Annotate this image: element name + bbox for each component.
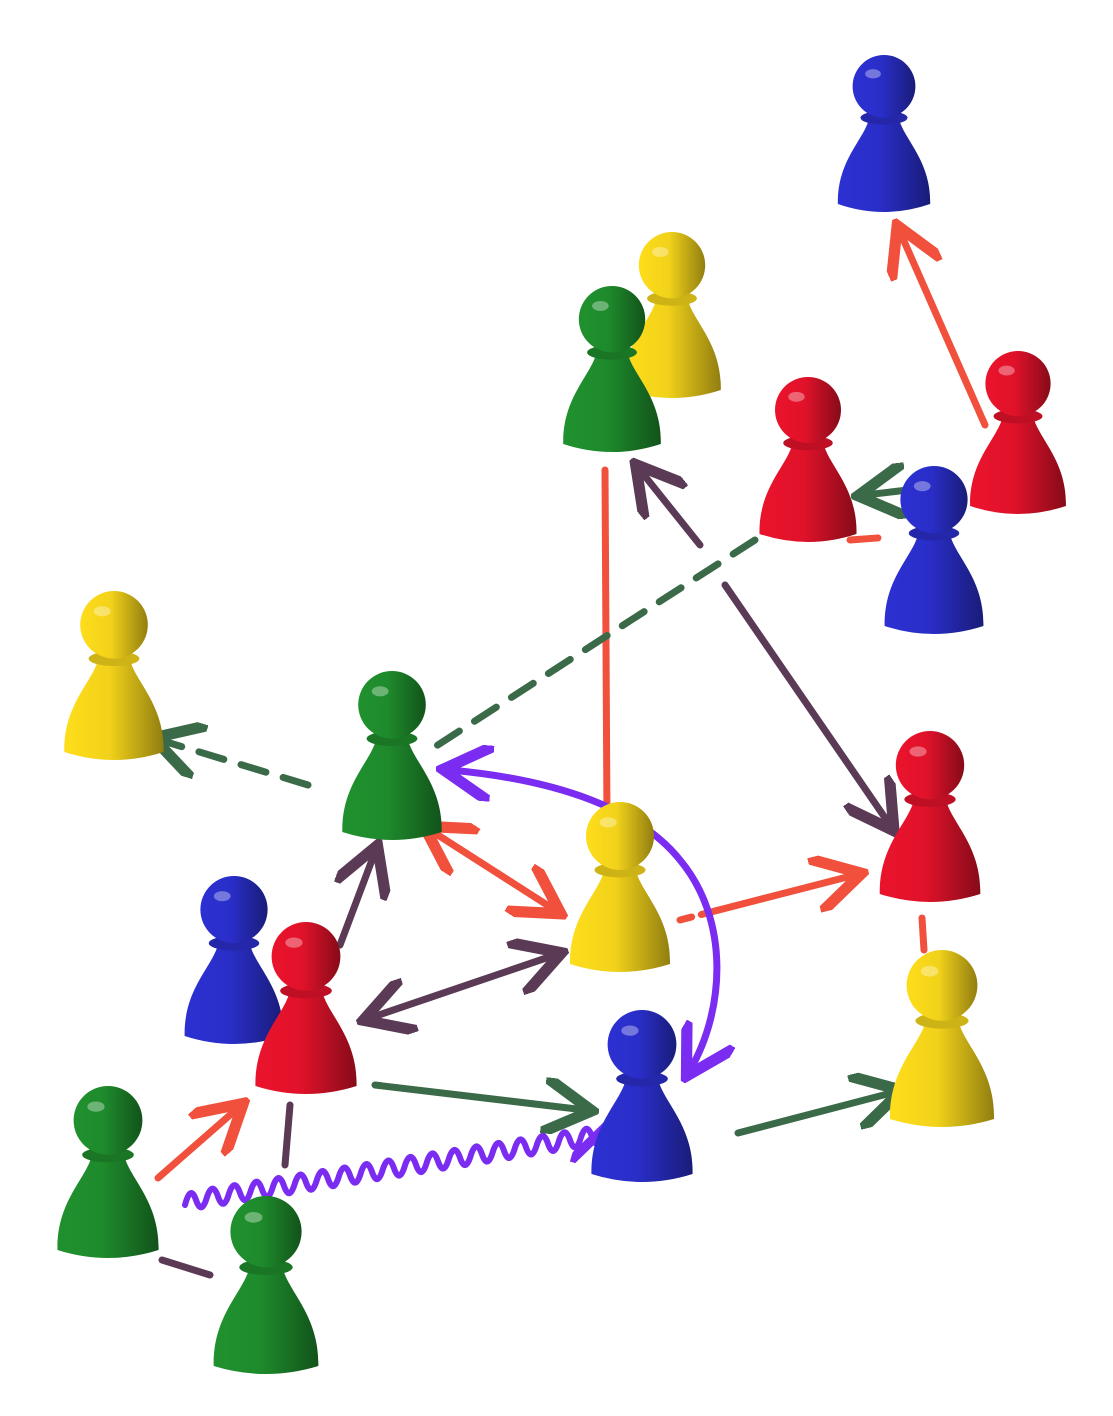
green-pawn (342, 671, 442, 840)
arrow-red (601, 466, 611, 824)
red-pawn (255, 922, 357, 1094)
blue-pawn (837, 55, 931, 212)
yellow-pawn (569, 802, 671, 972)
arrow-purple (370, 955, 555, 1018)
arrow-red (918, 914, 928, 954)
arrow-purple (640, 470, 704, 549)
arrow-green (371, 1085, 585, 1110)
pawns-layer (57, 55, 1066, 1374)
arrow-purple (158, 1256, 214, 1279)
arrow-purple (721, 581, 890, 825)
arrows-layer (154, 232, 989, 1279)
blue-pawn (884, 466, 984, 634)
arrow-purple (281, 1101, 294, 1169)
arrow-red (846, 526, 989, 544)
red-pawn (879, 731, 981, 902)
arrow-violet (450, 770, 717, 1070)
arrow-purple (340, 852, 375, 949)
red-pawn (759, 377, 857, 542)
arrow-violet-wavy (182, 1129, 603, 1211)
green-pawn (57, 1086, 159, 1258)
arrow-red (900, 232, 989, 429)
arrow-red (430, 830, 555, 910)
blue-pawn (591, 1010, 693, 1182)
yellow-pawn (64, 591, 164, 760)
arrow-green (160, 740, 312, 789)
red-pawn (970, 351, 1066, 514)
yellow-pawn (889, 950, 995, 1127)
arrow-red (154, 1108, 238, 1182)
arrow-green (734, 1092, 895, 1137)
arrow-green (865, 490, 912, 495)
green-pawn (563, 286, 661, 452)
arrow-green (426, 536, 759, 754)
green-pawn (213, 1196, 319, 1374)
yellow-pawn (623, 232, 721, 398)
blue-pawn (184, 876, 284, 1044)
